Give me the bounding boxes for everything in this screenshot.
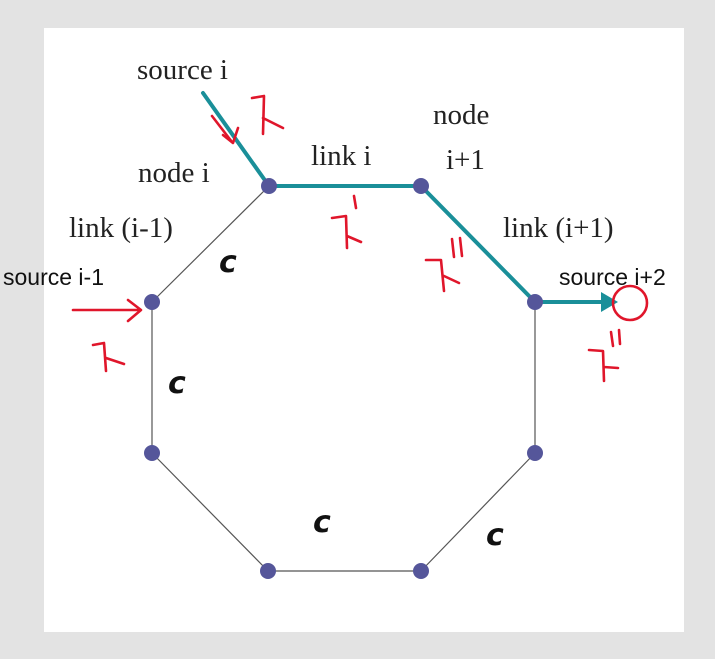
input-arrowhead-mark [221, 126, 240, 145]
node [260, 563, 276, 579]
source-i-plus-2-label: source i+2 [559, 264, 666, 290]
node-i-plus-1-label-line2: i+1 [446, 144, 485, 176]
node [144, 445, 160, 461]
node-i-label: node i [138, 157, 210, 189]
capacity-label: c [486, 518, 504, 553]
incoming-arrow-mark [71, 298, 143, 323]
ring-edge [151, 185, 270, 303]
source-i-minus-1-label: source i-1 [3, 264, 104, 290]
ring-nodes [144, 178, 543, 579]
node [527, 445, 543, 461]
node [144, 294, 160, 310]
node [413, 563, 429, 579]
lambda-prime-mark [330, 194, 363, 250]
input-arrow-mark [210, 114, 234, 144]
handwritten-annotations [71, 94, 649, 383]
capacity-label: c [168, 366, 186, 401]
link-i-plus-1-label: link (i+1) [503, 212, 614, 244]
ring-edge [420, 452, 536, 572]
lambda-double-prime-mark [587, 328, 622, 383]
capacity-label: c [313, 505, 331, 540]
node [413, 178, 429, 194]
diagram-panel [44, 28, 684, 632]
lambda-double-prime-mark [424, 236, 464, 293]
flow-arrowhead [601, 292, 618, 312]
capacity-label: c [219, 245, 237, 280]
node-i-plus-1-label-line1: node [433, 99, 489, 131]
lambda-mark [250, 94, 285, 136]
link-i-label: link i [311, 140, 371, 172]
node [527, 294, 543, 310]
node [261, 178, 277, 194]
ring-edge [151, 452, 269, 572]
source-i-label: source i [137, 54, 228, 86]
link-i-minus-1-label: link (i-1) [69, 212, 173, 244]
lambda-mark [91, 341, 126, 373]
ring-edges [151, 185, 536, 572]
circle-mark [611, 284, 649, 322]
